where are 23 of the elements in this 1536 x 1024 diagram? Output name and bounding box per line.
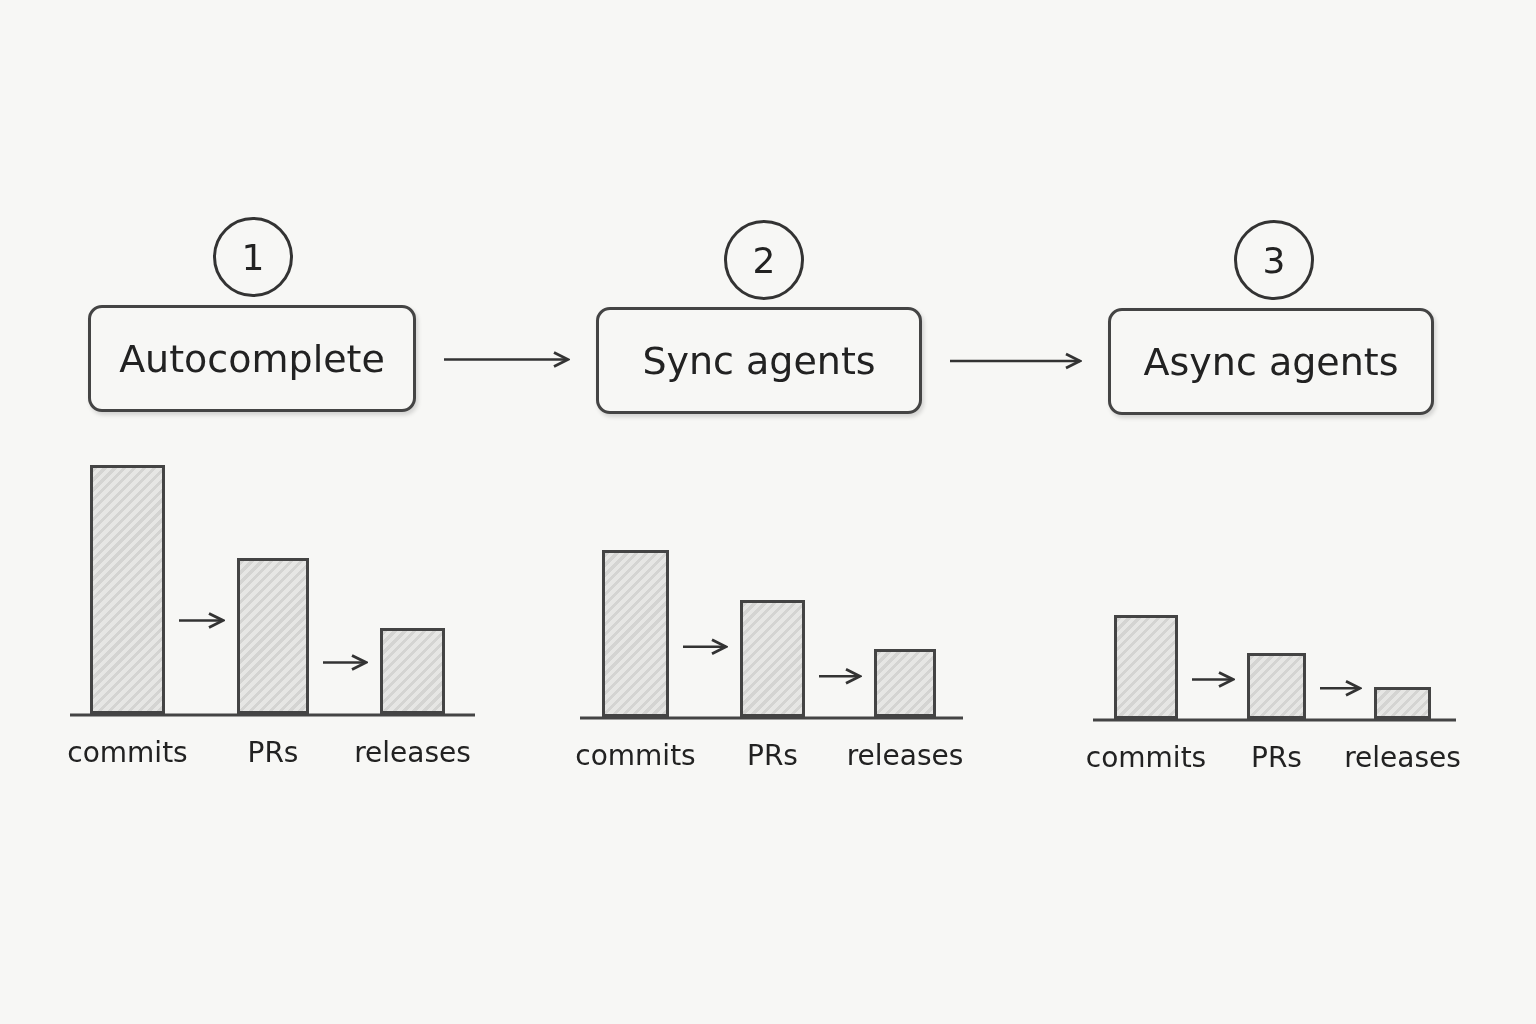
bar-label: releases xyxy=(354,736,471,769)
arrow xyxy=(1320,679,1362,697)
arrow xyxy=(683,638,728,656)
stage-box: Autocomplete xyxy=(88,305,416,412)
arrow xyxy=(1192,671,1235,688)
stage-box: Async agents xyxy=(1108,308,1434,415)
arrow xyxy=(819,667,862,685)
step-number-circle: 3 xyxy=(1234,220,1314,300)
arrow xyxy=(323,654,368,671)
bar-label: commits xyxy=(67,736,188,769)
stage-box: Sync agents xyxy=(596,307,922,414)
bar-label: PRs xyxy=(247,736,299,769)
step-number-circle: 2 xyxy=(724,220,804,300)
bar-label: releases xyxy=(846,739,964,772)
arrow xyxy=(950,352,1082,370)
bar-label: commits xyxy=(575,739,696,772)
step-number-circle: 1 xyxy=(213,217,293,297)
bar-label: commits xyxy=(1085,741,1207,774)
bar-label: PRs xyxy=(747,739,798,772)
bar-label: PRs xyxy=(1251,741,1302,774)
arrow xyxy=(444,351,570,368)
bar-label: releases xyxy=(1344,741,1461,774)
arrow xyxy=(179,612,225,629)
